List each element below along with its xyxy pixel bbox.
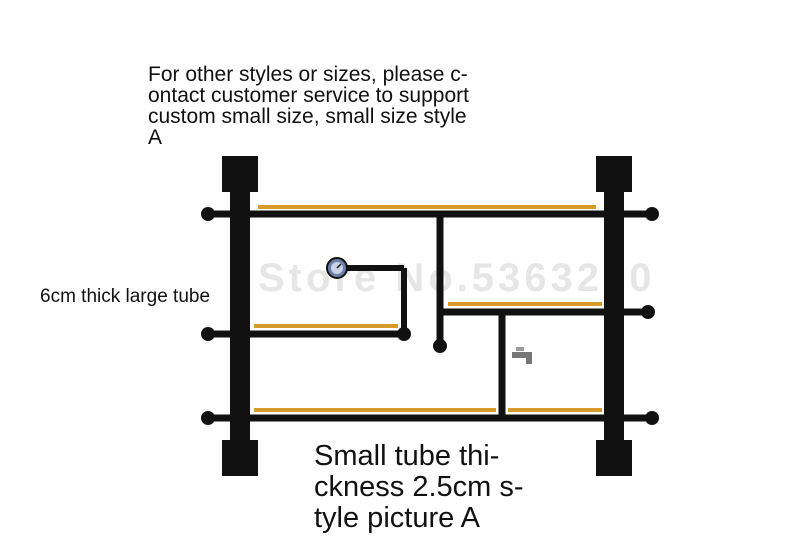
middle-right-rail-end: [641, 305, 655, 319]
custom-size-note: For other styles or sizes, please c- ont…: [148, 63, 469, 149]
right-bottom-cap: [596, 440, 632, 476]
right-large-tube: [604, 160, 624, 472]
top-rail-left-end: [201, 207, 215, 221]
middle-left-rail-end: [201, 327, 215, 341]
bottom-rail-right-end: [645, 411, 659, 425]
small-tube-caption: Small tube thi- ckness 2.5cm s- tyle pic…: [314, 440, 524, 534]
large-tube-label: 6cm thick large tube: [40, 286, 211, 307]
left-top-cap: [222, 156, 258, 192]
right-top-cap: [596, 156, 632, 192]
left-bottom-cap: [222, 440, 258, 476]
bottom-rail-left-end: [201, 411, 215, 425]
store-watermark: Store No.5363260: [258, 256, 656, 300]
center-vertical-tube-end: [433, 339, 447, 353]
left-large-tube: [230, 160, 250, 472]
pressure-gauge-icon: [326, 257, 348, 279]
faucet-icon: [512, 347, 532, 364]
top-rail-right-end: [645, 207, 659, 221]
